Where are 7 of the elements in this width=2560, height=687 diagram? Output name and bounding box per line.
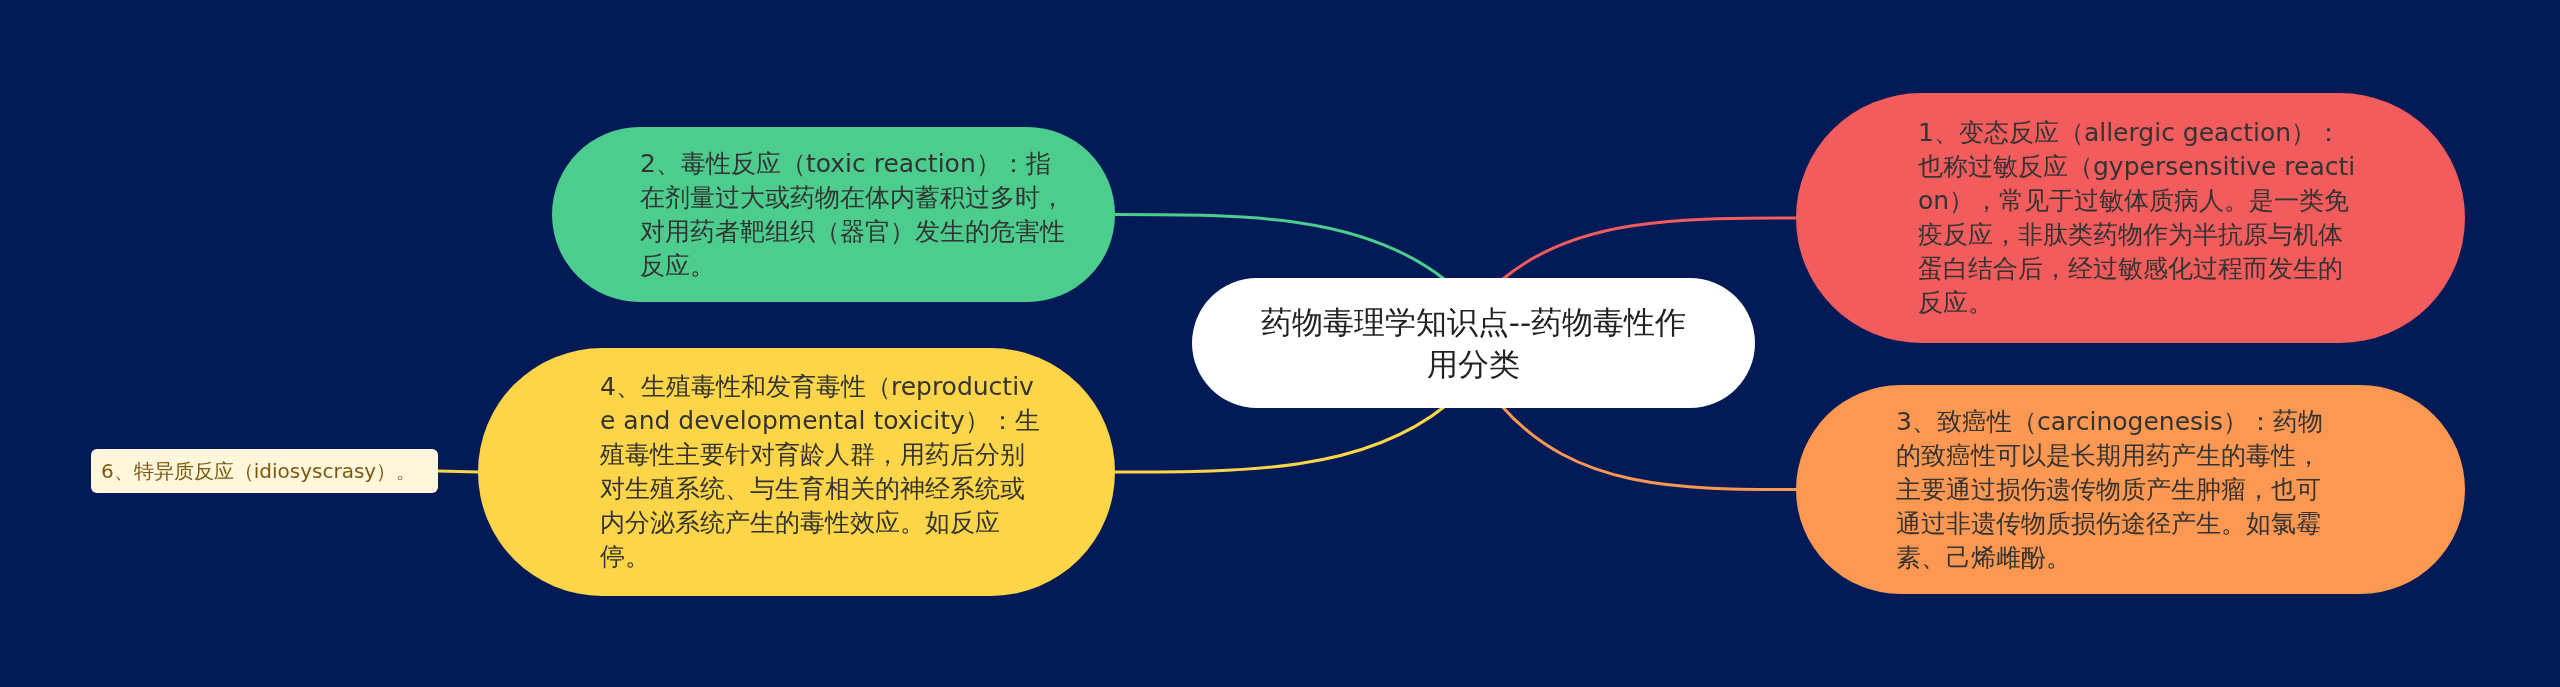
central-topic-box: 药物毒理学知识点--药物毒性作用分类: [1192, 278, 1755, 408]
connector-line: [437, 469, 479, 474]
topic-box: 2、毒性反应（toxic reaction）：指在剂量过大或药物在体内蓄积过多时，对用药者靶组织（器官）发生的危害性反应。: [552, 127, 1115, 302]
topic-box: 3、致癌性（carcinogenesis）：药物的致癌性可以是长期用药产生的毒性，主要通过损伤遗传物质产生肿瘤，也可通过非遗传物质损伤途径产生。如氯霉素、己烯雌酚。: [1796, 385, 2465, 594]
topic-box: 4、生殖毒性和发育毒性（reproductive and developmental toxicity）：生殖毒性主要针对育龄人群，用药后分别对生殖系统、与生育相关的神经系统或内分泌系统产生的毒性效应。如反应停。: [478, 348, 1115, 596]
note-box: 6、特异质反应（idiosyscrasy）。: [91, 449, 438, 493]
topic-box: 1、变态反应（allergic geaction）：也称过敏反应（gypersensitive reaction），常见于过敏体质病人。是一类免疫反应，非肽类药物作为半抗原与机体蛋白结合后，经过敏感化过程而发生的反应。: [1796, 93, 2465, 343]
